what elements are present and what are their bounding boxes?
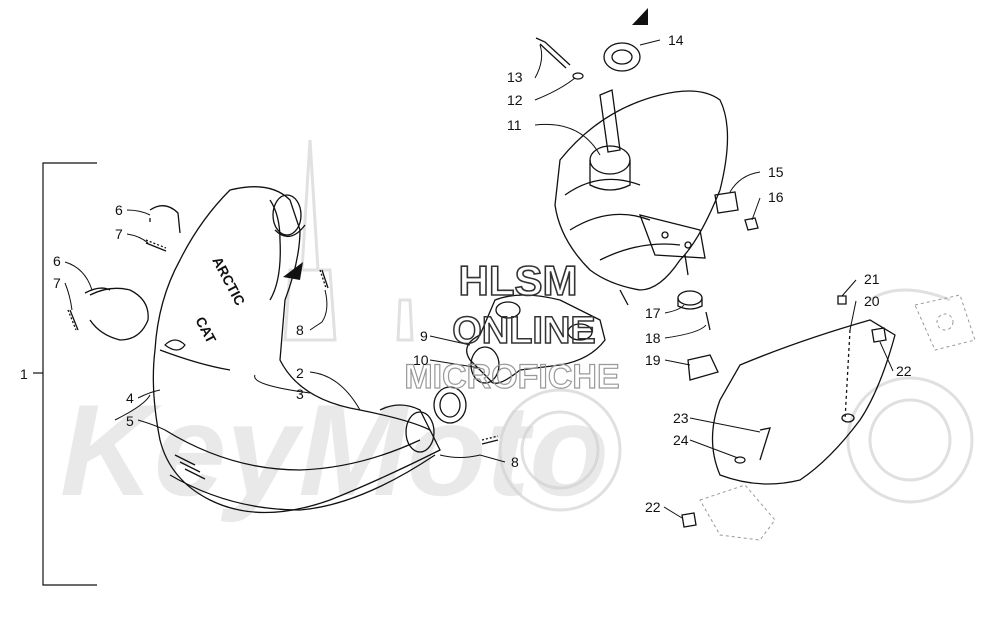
watermark-online: ONLINE xyxy=(452,310,596,352)
callout-10: 10 xyxy=(413,352,429,368)
callout-8-upper: 8 xyxy=(296,322,304,338)
nut-22-lower xyxy=(681,512,697,528)
spacer-15 xyxy=(714,191,739,214)
cat-head-logo xyxy=(164,339,186,351)
springs-upper xyxy=(145,205,181,252)
callout-8-lower: 8 xyxy=(511,454,519,470)
spring-8-lower xyxy=(481,435,499,445)
callout-2: 2 xyxy=(296,365,304,381)
callout-16: 16 xyxy=(768,189,784,205)
exhaust-manifold xyxy=(433,294,606,424)
callout-19: 19 xyxy=(645,352,661,368)
callout-7-lower: 7 xyxy=(53,275,61,291)
callout-24: 24 xyxy=(673,432,689,448)
watermark-microfiche: MICROFICHE xyxy=(404,358,619,396)
callout-21: 21 xyxy=(864,271,880,287)
spring-8-upper xyxy=(319,269,329,289)
bolt-21 xyxy=(837,295,847,305)
washer-12 xyxy=(572,72,584,80)
callout-12: 12 xyxy=(507,92,523,108)
bolt-13 xyxy=(535,37,571,69)
callout-6-lower: 6 xyxy=(53,253,61,269)
callout-4: 4 xyxy=(126,390,134,406)
callout-1: 1 xyxy=(20,366,28,382)
callout-labels: 1 2 3 4 5 6 7 6 7 8 8 9 10 11 12 13 14 1… xyxy=(20,32,912,515)
grommet-14 xyxy=(603,42,641,72)
callout-15: 15 xyxy=(768,164,784,180)
direction-arrow-chamber xyxy=(283,262,303,280)
callout-13: 13 xyxy=(507,69,523,85)
watermark-brand: KeyMoto xyxy=(60,377,609,523)
watermark-wheel-left-inner xyxy=(520,410,600,490)
assembly-bracket xyxy=(33,162,97,586)
nut-22-upper xyxy=(871,327,887,343)
callout-7-upper: 7 xyxy=(115,226,123,242)
watermark-layer xyxy=(283,139,974,512)
leader-lines xyxy=(64,39,894,519)
heat-shield xyxy=(711,319,896,485)
hlsm-watermark: HLSM ONLINE MICROFICHE xyxy=(404,256,621,396)
callout-3: 3 xyxy=(296,386,304,402)
watermark-wheel-right xyxy=(846,376,974,504)
expansion-chamber xyxy=(152,186,441,514)
watermark-hlsm: HLSM xyxy=(459,257,578,304)
callout-18: 18 xyxy=(645,330,661,346)
callout-23: 23 xyxy=(673,410,689,426)
direction-arrow-muffler xyxy=(632,8,648,25)
callout-6-upper: 6 xyxy=(115,202,123,218)
callout-22-upper: 22 xyxy=(896,363,912,379)
watermark-fender xyxy=(869,288,951,302)
callout-17: 17 xyxy=(645,305,661,321)
ghost-parts xyxy=(699,294,976,541)
washer-24 xyxy=(734,456,746,464)
arctic-decal: ARCTIC xyxy=(209,254,248,308)
nut-16 xyxy=(744,217,759,231)
watermark-tower xyxy=(396,298,414,342)
callout-9: 9 xyxy=(420,328,428,344)
bracket-19 xyxy=(687,354,719,381)
watermark-spire xyxy=(283,139,337,342)
muffler xyxy=(554,89,729,306)
mount-17 xyxy=(677,290,703,310)
callout-22-lower: 22 xyxy=(645,499,661,515)
watermark-wheel-left xyxy=(498,388,622,512)
bolt-23 xyxy=(759,427,771,461)
cat-decal: CAT xyxy=(192,314,219,346)
callout-11: 11 xyxy=(507,117,522,133)
callout-20: 20 xyxy=(864,293,880,309)
callout-14: 14 xyxy=(668,32,684,48)
watermark-wheel-right-inner xyxy=(868,398,952,482)
springs-lower xyxy=(67,287,149,341)
stud-18 xyxy=(705,311,711,331)
callout-5: 5 xyxy=(126,413,134,429)
